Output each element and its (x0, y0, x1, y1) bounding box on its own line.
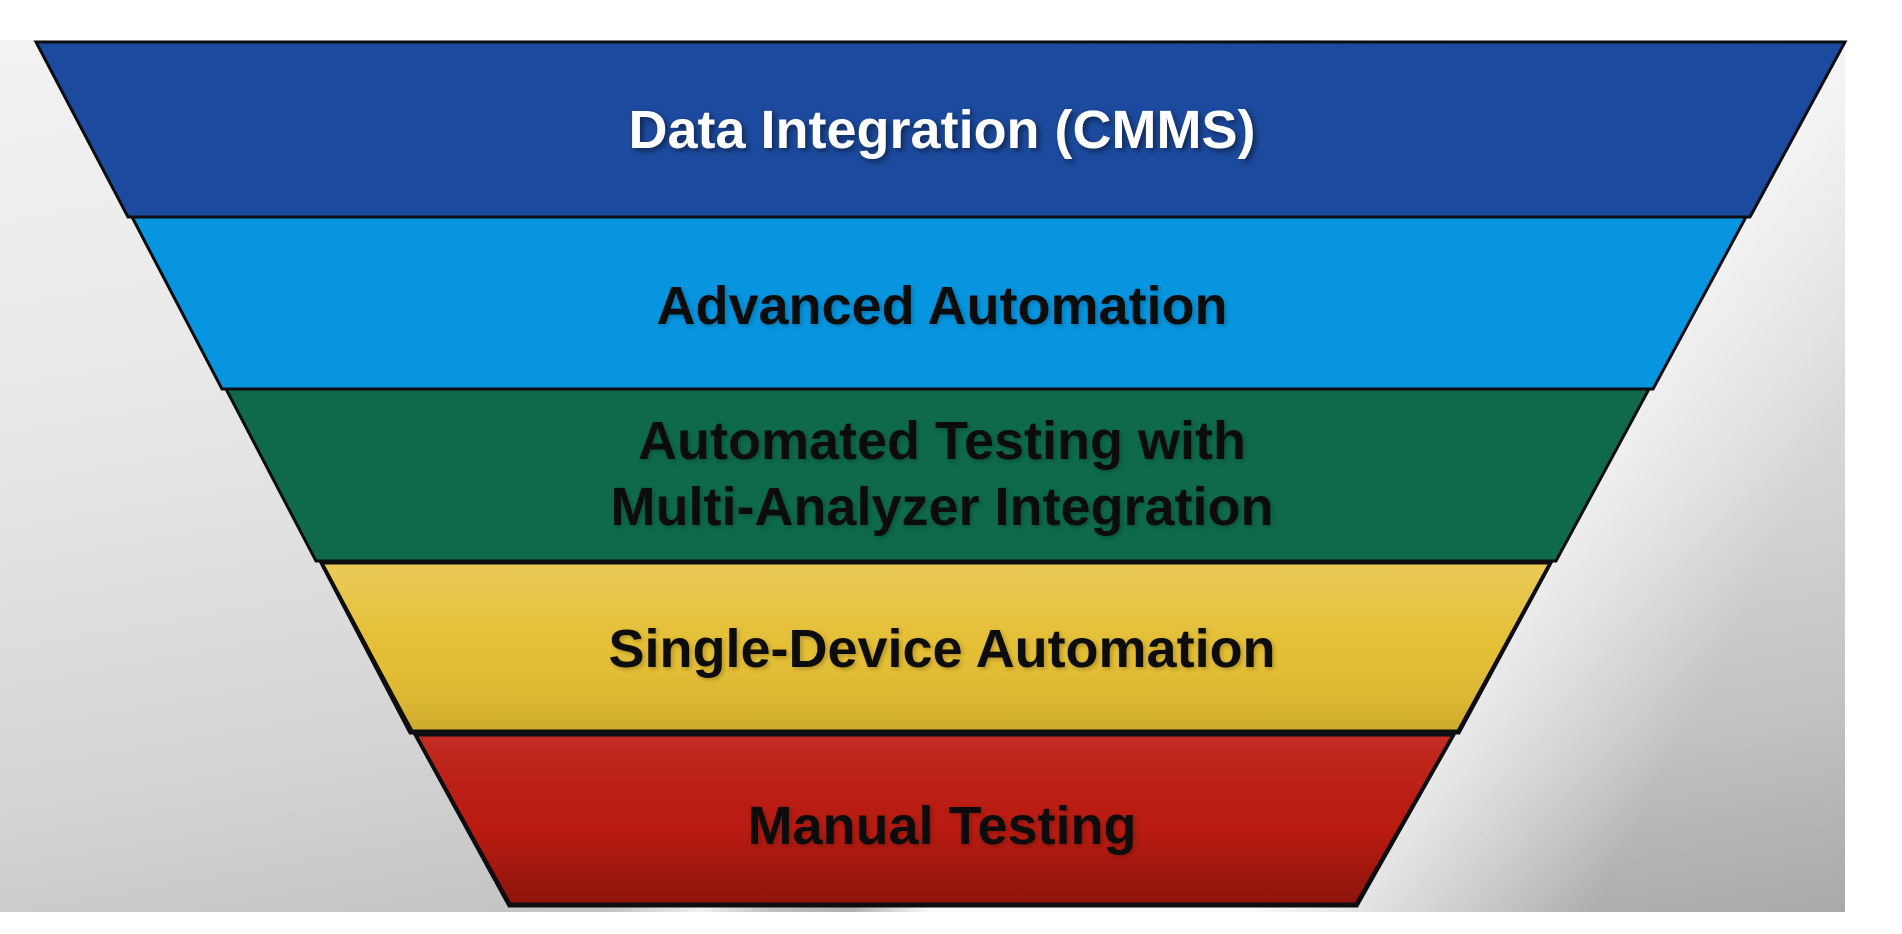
level-4-label: Single-Device Automation (608, 616, 1275, 682)
level-2-label-text: Advanced Automation (656, 276, 1228, 336)
level-2-shape-advanced-automation (129, 215, 1749, 391)
level-5-label-text: Manual Testing (747, 796, 1137, 856)
level-3-label: Automated Testing with Multi-Analyzer In… (610, 408, 1273, 540)
level-2-label: Advanced Automation (656, 273, 1227, 339)
level-4-shading (319, 561, 1553, 733)
level-3-label-line-1: Automated Testing with (638, 411, 1246, 471)
level-3-shape-automated-testing (223, 387, 1652, 563)
level-5-shading (413, 733, 1456, 906)
level-4-label-text: Single-Device Automation (608, 619, 1276, 679)
level-1-label: Data Integration (CMMS) (629, 97, 1256, 163)
level-3-label-line-2: Multi-Analyzer Integration (610, 477, 1274, 537)
level-1-shape-data-integration (33, 40, 1848, 219)
level-5-label: Manual Testing (747, 793, 1136, 859)
level-1-label-text: Data Integration (CMMS) (628, 100, 1256, 160)
